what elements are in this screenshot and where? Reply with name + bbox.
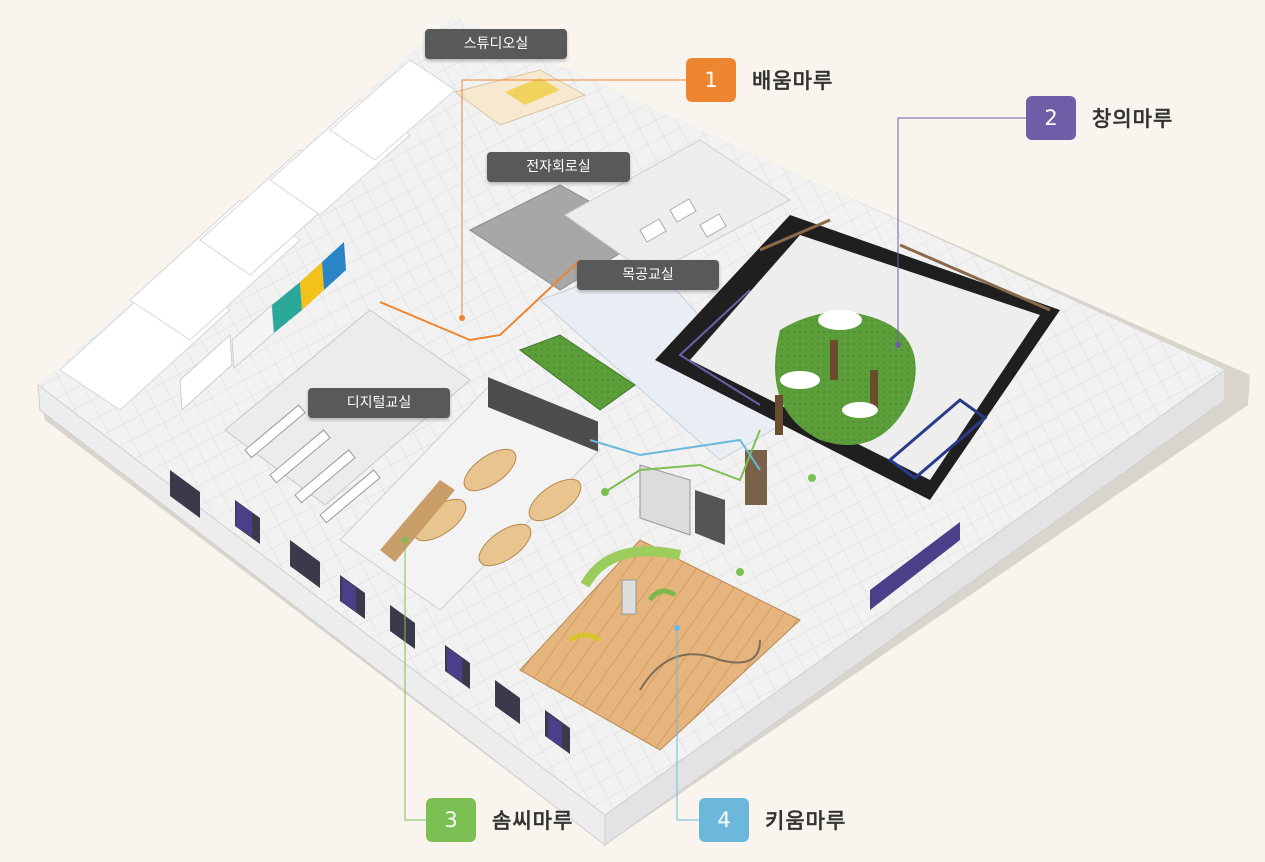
mural-panels [179,242,346,412]
creative-grass [775,312,916,445]
growth-green-wall [580,546,682,588]
creative-shelves [759,218,1051,312]
creative-clouds [780,310,878,418]
room-label-digital: 디지털교실 [308,388,450,418]
exhibit-panel [639,464,691,536]
leader-line-3 [404,540,430,821]
room-label-studio: 스튜디오실 [425,29,567,59]
room-label-electronics: 전자회로실 [487,152,630,182]
creative-trees [775,340,878,435]
craft-shelf [380,480,455,562]
banner-panels [236,502,960,748]
creative-blue-frame [887,398,988,480]
route-line-purple [678,289,761,406]
studio-yellow-booth [505,78,560,105]
zone-3: 3 솜씨마루 [426,798,573,842]
zone-4-number: 4 [699,798,749,842]
leader-line-1 [461,79,687,318]
leader-line-2 [897,117,1027,345]
zone-4: 4 키움마루 [699,798,846,842]
exhibit-wall [488,377,598,452]
zone-3-number: 3 [426,798,476,842]
zone-1: 1 배움마루 [686,58,833,102]
route-line-orange [379,259,581,342]
zone-3-name: 솜씨마루 [492,809,574,833]
zone-1-number: 1 [686,58,736,102]
floor-slab [38,16,1225,815]
craft-tables [413,448,582,567]
route-dots [601,474,816,576]
growth-zone [519,539,801,751]
zone-2-name: 창의마루 [1092,107,1174,131]
exhibit-sculpture [745,450,767,505]
growth-objects [568,579,761,691]
digital-desks [244,404,381,524]
room-label-woodwork: 목공교실 [577,260,719,290]
exhibit-panel-2 [695,490,725,545]
zone-2: 2 창의마루 [1026,96,1173,140]
green-planter [518,334,636,411]
route-line-green [604,429,761,493]
leader-line-4 [676,628,700,821]
zone-2-number: 2 [1026,96,1076,140]
left-rooms [59,59,456,411]
route-line-blue [589,438,761,471]
zone-4-name: 키움마루 [765,809,847,833]
zone-1-name: 배움마루 [752,69,834,93]
front-right-wall [604,369,1226,846]
